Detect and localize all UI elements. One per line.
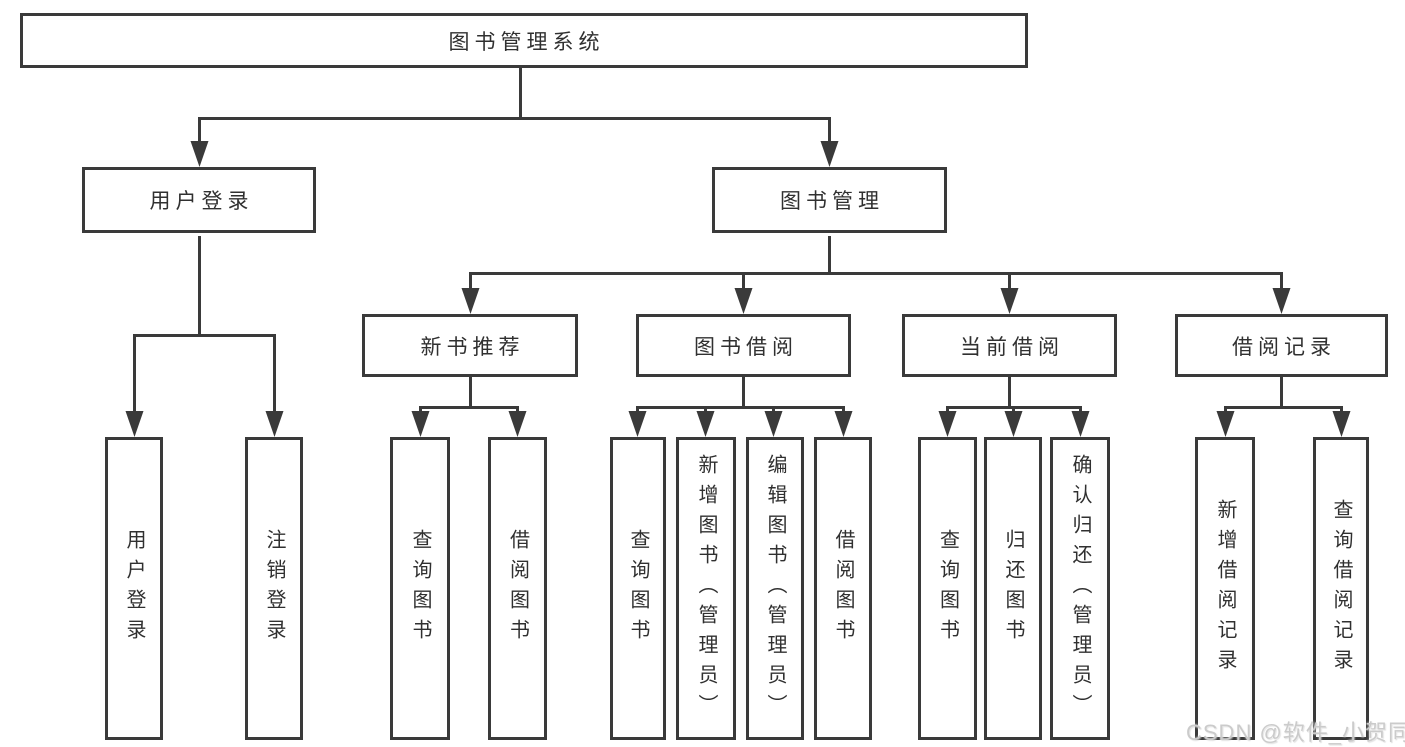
node-user-login: 用户登录 xyxy=(82,167,316,233)
leaf-query-book-borrowing-label: 查询图书 xyxy=(627,528,649,649)
leaf-confirm-return-admin-label: 确认归还（管理员） xyxy=(1069,453,1091,724)
leaf-query-borrow-record: 查询借阅记录 xyxy=(1313,437,1369,740)
leaf-return-book: 归还图书 xyxy=(984,437,1042,740)
leaf-user-login: 用户登录 xyxy=(105,437,163,740)
leaf-confirm-return-admin: 确认归还（管理员） xyxy=(1050,437,1110,740)
leaf-user-login-label: 用户登录 xyxy=(123,528,145,649)
csdn-watermark: CSDN @软件_小贺同学 xyxy=(1186,720,1405,745)
node-book-management: 图书管理 xyxy=(712,167,947,233)
leaf-borrow-book-recommend-label: 借阅图书 xyxy=(506,528,529,649)
leaf-logout-label: 注销登录 xyxy=(263,528,285,649)
leaf-add-book-admin: 新增图书（管理员） xyxy=(676,437,736,740)
node-book-borrowing-label: 图书借阅 xyxy=(694,335,798,359)
leaf-return-book-label: 归还图书 xyxy=(1002,528,1024,649)
leaf-edit-book-admin-label: 编辑图书（管理员） xyxy=(764,453,786,724)
leaf-query-book-current-label: 查询图书 xyxy=(936,528,959,649)
leaf-logout: 注销登录 xyxy=(245,437,303,740)
node-borrowing-records-label: 借阅记录 xyxy=(1232,335,1336,359)
connector-lines xyxy=(133,68,1343,416)
leaf-add-book-admin-label: 新增图书（管理员） xyxy=(695,453,717,724)
leaf-add-borrow-record-label: 新增借阅记录 xyxy=(1214,498,1236,679)
node-book-management-label: 图书管理 xyxy=(780,190,884,213)
arrow-heads xyxy=(125,141,1351,437)
node-borrowing-records: 借阅记录 xyxy=(1175,314,1388,377)
leaf-borrow-book-borrowing-label: 借阅图书 xyxy=(832,528,854,649)
node-root-label: 图书管理系统 xyxy=(448,30,605,54)
node-root: 图书管理系统 xyxy=(20,13,1028,68)
leaf-borrow-book-borrowing: 借阅图书 xyxy=(814,437,872,740)
node-current-borrowing: 当前借阅 xyxy=(902,314,1117,377)
leaf-query-book-recommend-label: 查询图书 xyxy=(409,528,431,649)
leaf-borrow-book-recommend: 借阅图书 xyxy=(488,437,547,740)
node-current-borrowing-label: 当前借阅 xyxy=(960,335,1064,359)
leaf-edit-book-admin: 编辑图书（管理员） xyxy=(746,437,804,740)
leaf-query-book-borrowing: 查询图书 xyxy=(610,437,666,740)
node-new-book-recommend-label: 新书推荐 xyxy=(420,335,525,359)
leaf-query-book-current: 查询图书 xyxy=(918,437,977,740)
leaf-add-borrow-record: 新增借阅记录 xyxy=(1195,437,1255,740)
leaf-query-borrow-record-label: 查询借阅记录 xyxy=(1330,498,1352,679)
node-new-book-recommend: 新书推荐 xyxy=(362,314,578,377)
node-user-login-label: 用户登录 xyxy=(149,190,254,213)
leaf-query-book-recommend: 查询图书 xyxy=(390,437,450,740)
node-book-borrowing: 图书借阅 xyxy=(636,314,851,377)
